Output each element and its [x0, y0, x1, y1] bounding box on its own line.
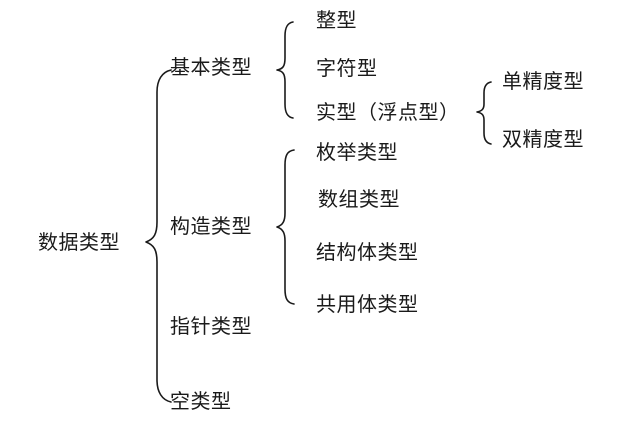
category-void: 空类型: [170, 389, 232, 413]
root-brace: [145, 69, 172, 403]
constructed-types-brace: [276, 149, 295, 305]
category-constructed: 构造类型: [170, 214, 252, 238]
basic-type-integer: 整型: [316, 8, 357, 32]
category-pointer: 指针类型: [170, 314, 252, 338]
category-basic: 基本类型: [170, 55, 252, 79]
constructed-type-struct: 结构体类型: [316, 240, 419, 264]
constructed-type-union: 共用体类型: [316, 292, 419, 316]
constructed-type-array: 数组类型: [318, 187, 400, 211]
basic-type-char: 字符型: [316, 56, 378, 80]
basic-type-real: 实型（浮点型）: [316, 100, 460, 124]
float-types-brace: [476, 81, 492, 145]
basic-types-brace: [276, 21, 294, 119]
float-type-single: 单精度型: [502, 69, 584, 93]
constructed-type-enum: 枚举类型: [316, 140, 398, 164]
float-type-double: 双精度型: [502, 127, 584, 151]
root-label: 数据类型: [38, 230, 120, 254]
